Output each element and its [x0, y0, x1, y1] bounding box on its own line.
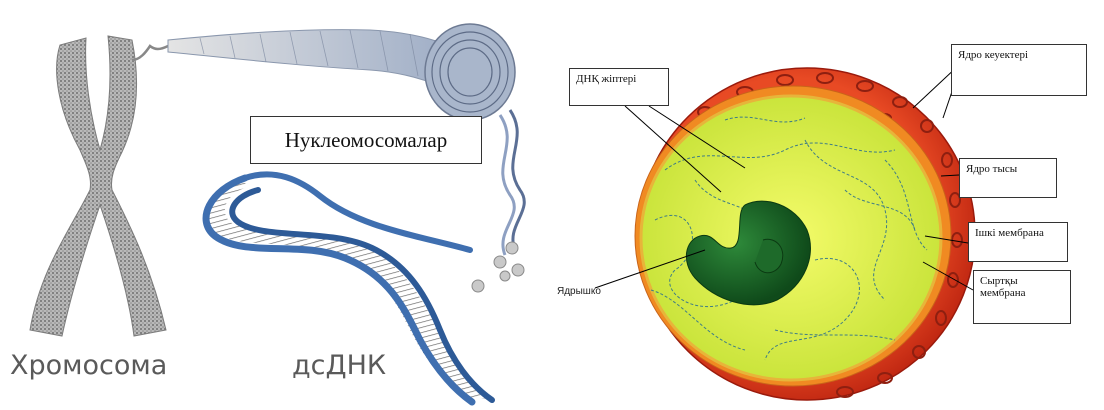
- chromatin-strand: [132, 46, 168, 60]
- nucleus-diagram: ДНҚ жіптері Ядро кеуектері Ядро тысы Ішк…: [555, 0, 1104, 410]
- chromatin-fiber: [168, 24, 515, 120]
- chromatin-diagram: Хромосома дсДНК Нуклеомосомалар: [0, 0, 555, 410]
- nuclear-envelope-label: Ядро тысы: [959, 158, 1057, 198]
- nucleosome-strand: [500, 110, 524, 255]
- nucleosome-callout: Нуклеомосомалар: [250, 116, 482, 164]
- outer-membrane-label: Сыртқы мембрана: [973, 270, 1071, 324]
- inner-membrane-label: Ішкі мембрана: [968, 222, 1068, 262]
- chromatin-illustration: [0, 0, 555, 410]
- chromosome-shape: [30, 36, 166, 336]
- nucleolus-label: Ядрышко: [557, 286, 601, 297]
- chromosome-caption: Хромосома: [10, 350, 167, 381]
- dsdna-caption: дсДНК: [292, 350, 386, 381]
- nuclear-pores-label: Ядро кеуектері: [951, 44, 1087, 96]
- dna-threads-label: ДНҚ жіптері: [569, 68, 669, 106]
- nucleosome-beads: [472, 242, 524, 292]
